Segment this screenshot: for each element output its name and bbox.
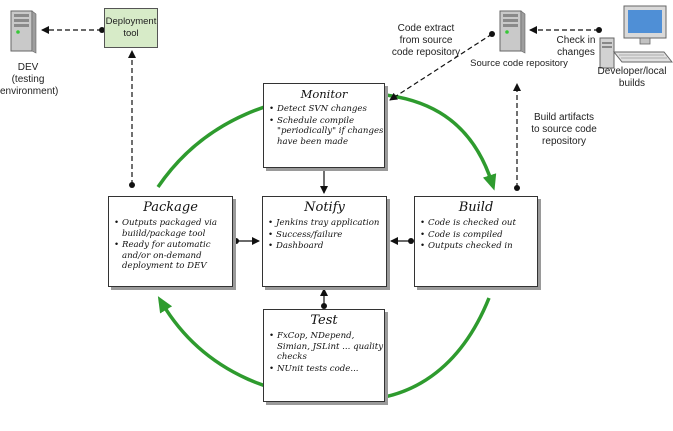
code-extract-line: Code extract [397, 23, 455, 34]
build-artifacts-line: to source code [531, 124, 597, 135]
test-title: Test [310, 313, 338, 328]
monitor-item: Schedule compile "periodically" if chang… [269, 116, 384, 148]
check-in-line: changes [557, 47, 595, 58]
build-artifacts-label: Build artifacts to source code repositor… [516, 112, 612, 148]
repo-to-monitor-arrow [389, 33, 493, 101]
source-repo-server-icon [499, 10, 526, 54]
package-box: Package Outputs packaged via buiild/pack… [108, 196, 233, 287]
build-artifacts-line: repository [542, 136, 586, 147]
developer-line: builds [618, 78, 646, 89]
monitor-title: Monitor [300, 87, 348, 101]
code-extract-label: Code extract from source code repository [376, 23, 476, 59]
dev-label-line: DEV [17, 62, 39, 73]
test-item: NUnit tests code... [269, 364, 384, 375]
package-title: Package [143, 200, 198, 215]
build-item: Code is checked out [420, 218, 537, 229]
dev-label: DEV (testing environment) [0, 62, 59, 98]
notify-box: Notify Jenkins tray application Success/… [262, 196, 387, 287]
test-box: Test FxCop, NDepend, Simian, JSLint ... … [263, 309, 385, 402]
dev-label-line: (testing [11, 74, 45, 85]
check-in-label: Check in changes [550, 35, 602, 59]
notify-item: Dashboard [268, 241, 386, 252]
package-item: Outputs packaged via buiild/package tool [114, 218, 232, 239]
check-in-line: Check in [556, 35, 596, 46]
code-extract-line: from source [399, 35, 453, 46]
monitor-box: Monitor Detect SVN changes Schedule comp… [263, 83, 385, 168]
notify-item: Success/failure [268, 230, 386, 241]
build-box: Build Code is checked out Code is compil… [414, 196, 538, 287]
notify-title: Notify [304, 200, 345, 215]
notify-item: Jenkins tray application [268, 218, 386, 229]
deployment-tool-label: Deployment [105, 16, 157, 27]
developer-line: Developer/local [597, 66, 667, 77]
developer-computer-icon [599, 5, 673, 69]
test-item: FxCop, NDepend, Simian, JSLint ... quali… [269, 331, 384, 363]
dev-label-line: environment) [0, 86, 59, 97]
deployment-tool-box: Deployment tool [104, 8, 158, 48]
package-item: Ready for automatic and/or on-demand dep… [114, 240, 232, 272]
build-item: Code is compiled [420, 230, 537, 241]
developer-label: Developer/local builds [592, 66, 672, 90]
build-artifacts-line: Build artifacts [533, 112, 595, 123]
build-item: Outputs checked in [420, 241, 537, 252]
build-title: Build [458, 200, 494, 215]
deployment-tool-label: tool [123, 28, 139, 39]
monitor-item: Detect SVN changes [269, 104, 384, 115]
dev-server-icon [10, 10, 37, 54]
source-repo-label: Source code repository [470, 58, 568, 69]
code-extract-line: code repository [391, 47, 461, 58]
